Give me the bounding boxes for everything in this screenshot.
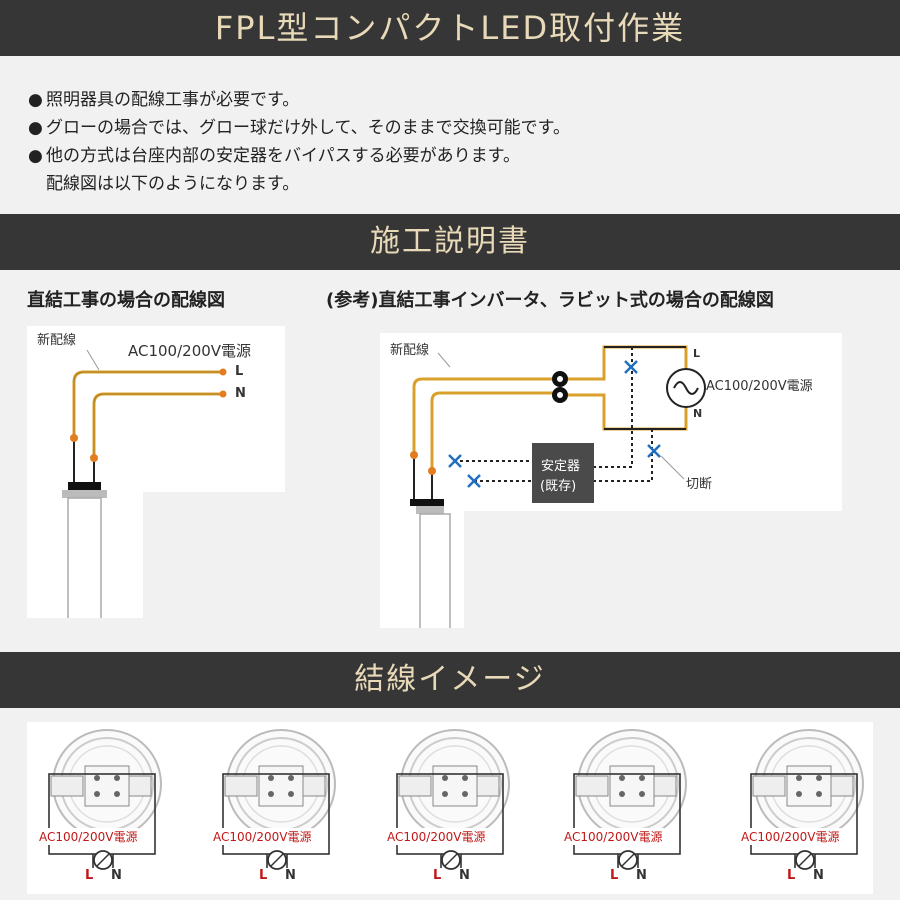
cut-icon <box>448 360 661 488</box>
cut-label: 切断 <box>686 477 713 492</box>
fixture-icon <box>750 729 864 870</box>
left-diagram-caption: 直結工事の場合の配線図 <box>27 290 225 311</box>
power-label: AC100/200V電源 <box>562 828 665 845</box>
lamp-base-icon <box>68 482 101 490</box>
l-label: L <box>787 868 796 883</box>
wiring-image-band: 結線イメージ <box>0 652 900 708</box>
l-label: L <box>235 364 244 379</box>
header-band: FPL型コンパクトLED取付作業 <box>0 0 900 56</box>
instructions-band: 施工説明書 <box>0 214 900 270</box>
bullet-icon: ● <box>28 118 43 138</box>
junction-dot <box>70 434 78 442</box>
junction-dot <box>90 454 98 462</box>
note-item: ●他の方式は台座内部の安定器をバイパスする必要があります。 <box>28 142 570 170</box>
fixture-icon <box>48 729 162 870</box>
n-label: N <box>636 868 647 883</box>
n-label: N <box>285 868 296 883</box>
ballast-label: 安定器 <box>541 459 581 474</box>
n-label: N <box>111 868 122 883</box>
inverter-wiring-svg <box>410 345 842 628</box>
wiring-card: AC100/200V電源 L N <box>379 722 541 894</box>
power-label: AC100/200V電源 <box>128 342 252 360</box>
page-title: FPL型コンパクトLED取付作業 <box>214 9 686 47</box>
direct-wiring-diagram: 新配線 AC100/200V電源 L N <box>27 326 285 618</box>
fixture-icon <box>396 729 510 870</box>
led-tube-icon <box>67 497 102 618</box>
l-label: L <box>610 868 619 883</box>
bullet-icon: ● <box>28 90 43 110</box>
new-wire-label: 新配線 <box>390 343 430 358</box>
power-label: AC100/200V電源 <box>37 828 140 845</box>
power-label: AC100/200V電源 <box>706 379 813 394</box>
wiring-card: AC100/200V電源 L N <box>205 722 367 894</box>
led-tube-icon <box>419 513 451 628</box>
n-label: N <box>813 868 824 883</box>
note-item: ●照明器具の配線工事が必要です。 <box>28 86 570 114</box>
direct-wiring-svg <box>62 349 285 618</box>
l-label: L <box>693 347 701 360</box>
terminal-dot <box>219 390 227 398</box>
lamp-base-icon <box>410 499 444 506</box>
note-item: ●グローの場合では、グロー球だけ外して、そのままで交換可能です。 <box>28 114 570 142</box>
bullet-icon: ● <box>28 146 43 166</box>
wiring-image-title: 結線イメージ <box>354 662 546 697</box>
ballast-existing-label: (既存) <box>540 479 577 494</box>
wiring-image-strip: AC100/200V電源 L N AC100/200V電源 L N <box>27 722 873 894</box>
n-label: N <box>693 407 703 420</box>
old-wiring <box>454 347 653 482</box>
instructions-title: 施工説明書 <box>370 224 530 259</box>
terminal-dot <box>219 368 227 376</box>
power-label: AC100/200V電源 <box>385 828 488 845</box>
wiring-card: AC100/200V電源 L N <box>556 722 718 894</box>
power-label: AC100/200V電源 <box>739 828 842 845</box>
l-label: L <box>433 868 442 883</box>
ballast-box <box>532 443 594 503</box>
n-label: N <box>459 868 470 883</box>
wiring-card: AC100/200V電源 L N <box>31 722 193 894</box>
wiring-card: AC100/200V電源 L N <box>733 722 895 894</box>
l-label: L <box>259 868 268 883</box>
power-label: AC100/200V電源 <box>211 828 314 845</box>
new-wire-label: 新配線 <box>37 333 77 348</box>
inverter-wiring-diagram: 新配線 AC100/200V電源 L N 安定器 (既存) 切断 <box>380 333 842 628</box>
fixture-icon <box>222 729 336 870</box>
right-diagram-caption: (参考)直結工事インバータ、ラビット式の場合の配線図 <box>326 290 774 311</box>
note-continuation: 配線図は以下のようになります。 <box>46 174 300 194</box>
n-label: N <box>235 386 246 401</box>
l-label: L <box>85 868 94 883</box>
notes-list: ●照明器具の配線工事が必要です。 ●グローの場合では、グロー球だけ外して、そのま… <box>28 86 570 198</box>
